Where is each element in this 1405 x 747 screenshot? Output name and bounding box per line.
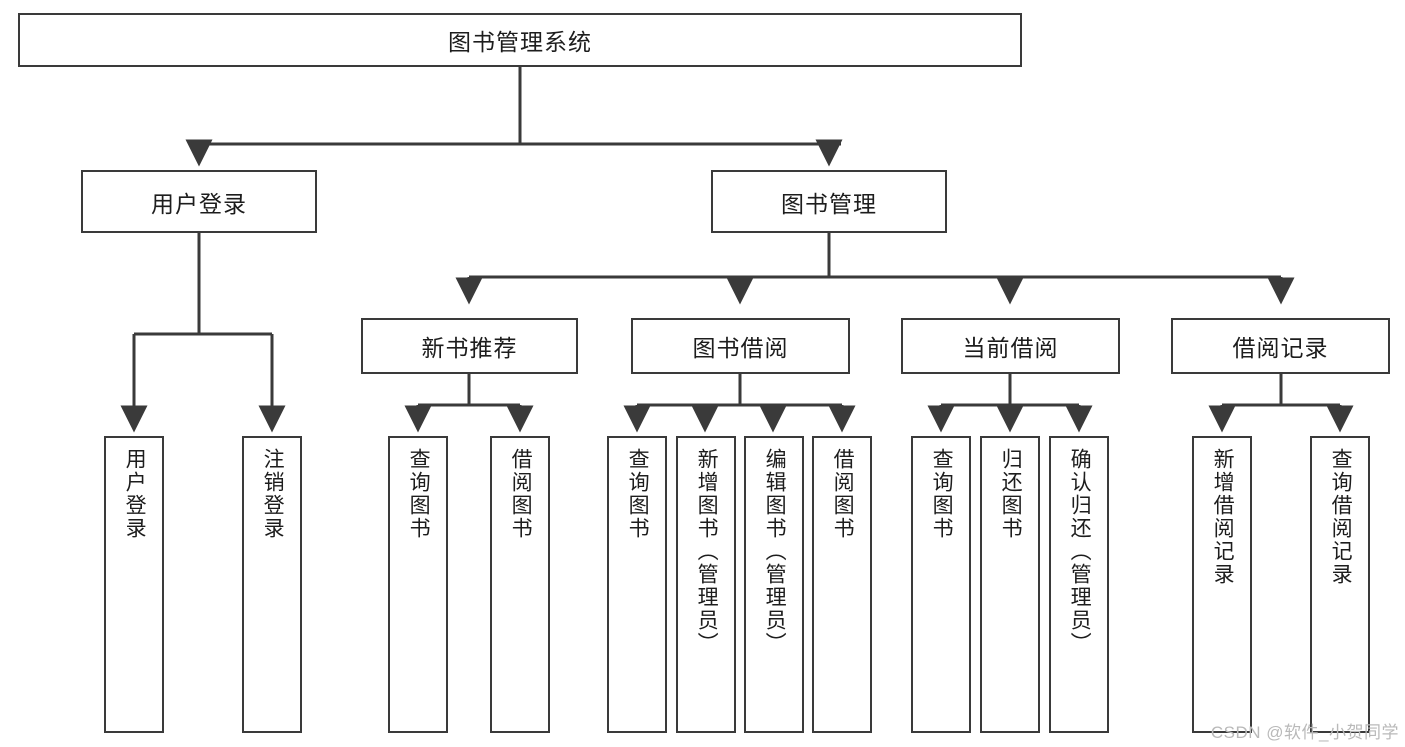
node-root-label: 图书管理系统 (448, 29, 592, 55)
node-book-borrow-label: 图书借阅 (692, 335, 789, 361)
leaf-edit-book-admin[interactable]: 编辑图书（管理员） (744, 436, 804, 733)
leaf-query-book-current-label: 查询图书 (930, 448, 954, 540)
leaf-confirm-return-admin-label: 确认归还（管理员） (1068, 448, 1092, 655)
leaf-logout-label: 注销登录 (261, 448, 285, 540)
node-borrow-records-label: 借阅记录 (1232, 335, 1329, 361)
node-book-management-label: 图书管理 (781, 190, 877, 217)
leaf-add-borrow-record-label: 新增借阅记录 (1211, 448, 1235, 586)
leaf-query-borrow-record[interactable]: 查询借阅记录 (1310, 436, 1370, 733)
node-book-borrow[interactable]: 图书借阅 (631, 318, 850, 374)
node-current-borrow-label: 当前借阅 (962, 335, 1059, 361)
node-new-book-recommend-label: 新书推荐 (421, 335, 518, 361)
leaf-logout[interactable]: 注销登录 (242, 436, 302, 733)
leaf-confirm-return-admin[interactable]: 确认归还（管理员） (1049, 436, 1109, 733)
leaf-add-book-admin[interactable]: 新增图书（管理员） (676, 436, 736, 733)
node-new-book-recommend[interactable]: 新书推荐 (361, 318, 578, 374)
leaf-borrow-book-label: 借阅图书 (831, 448, 855, 540)
leaf-query-book-borrow[interactable]: 查询图书 (607, 436, 667, 733)
node-current-borrow[interactable]: 当前借阅 (901, 318, 1120, 374)
leaf-user-login[interactable]: 用户登录 (104, 436, 164, 733)
leaf-borrow-book-recommend-label: 借阅图书 (509, 448, 533, 540)
leaf-return-book-label: 归还图书 (999, 448, 1023, 540)
leaf-add-borrow-record[interactable]: 新增借阅记录 (1192, 436, 1252, 733)
leaf-edit-book-admin-label: 编辑图书（管理员） (763, 448, 787, 655)
node-user-login[interactable]: 用户登录 (81, 170, 317, 233)
node-user-login-label: 用户登录 (151, 190, 247, 217)
node-book-management[interactable]: 图书管理 (711, 170, 947, 233)
leaf-borrow-book[interactable]: 借阅图书 (812, 436, 872, 733)
node-borrow-records[interactable]: 借阅记录 (1171, 318, 1390, 374)
leaf-borrow-book-recommend[interactable]: 借阅图书 (490, 436, 550, 733)
leaf-query-book-borrow-label: 查询图书 (626, 448, 650, 540)
leaf-user-login-label: 用户登录 (123, 448, 147, 540)
leaf-query-book-current[interactable]: 查询图书 (911, 436, 971, 733)
leaf-query-book-recommend-label: 查询图书 (407, 448, 431, 540)
leaf-query-borrow-record-label: 查询借阅记录 (1329, 448, 1353, 586)
node-root[interactable]: 图书管理系统 (18, 13, 1022, 67)
leaf-query-book-recommend[interactable]: 查询图书 (388, 436, 448, 733)
leaf-add-book-admin-label: 新增图书（管理员） (695, 448, 719, 655)
leaf-return-book[interactable]: 归还图书 (980, 436, 1040, 733)
